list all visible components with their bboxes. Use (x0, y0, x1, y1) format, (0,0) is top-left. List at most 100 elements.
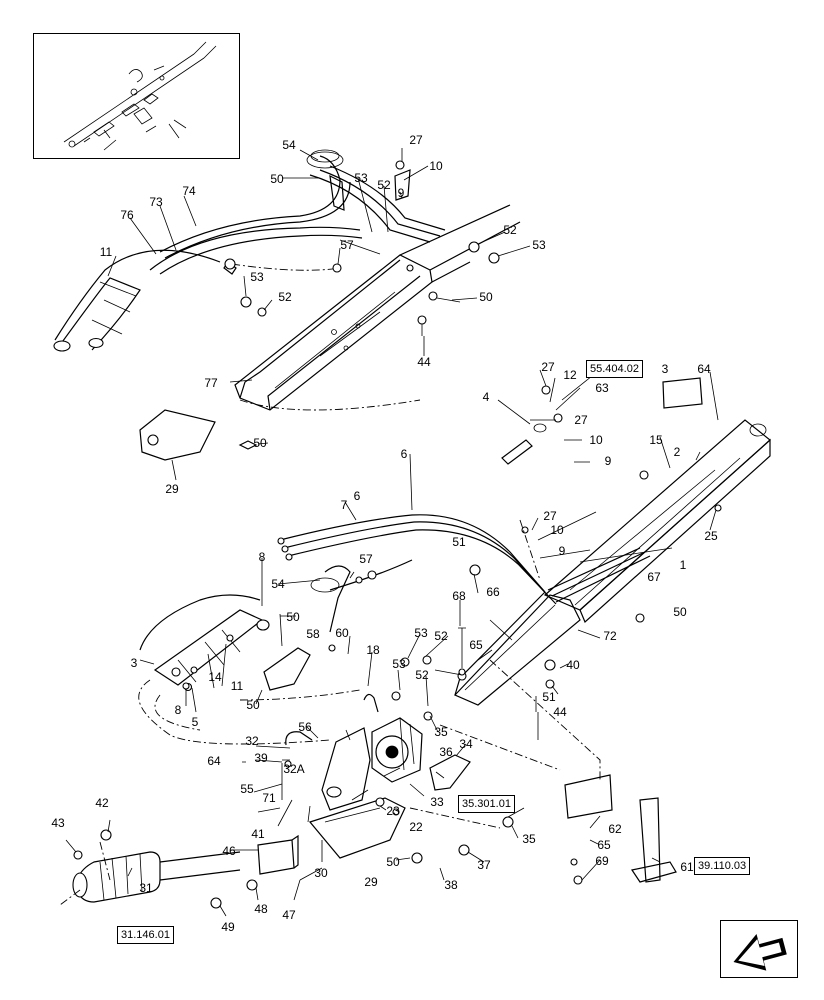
callout-label: 64 (697, 362, 711, 376)
callout-label: 4 (482, 390, 490, 404)
callout-label: 9 (397, 186, 405, 200)
callout-label: 76 (120, 208, 134, 222)
callout-label: 53 (392, 657, 406, 671)
callout-label: 50 (253, 436, 267, 450)
callout-label: 48 (254, 902, 268, 916)
callout-label: 1 (679, 558, 687, 572)
callout-label: 27 (409, 133, 423, 147)
callout-label: 58 (306, 627, 320, 641)
callout-label: 23 (386, 804, 400, 818)
reference-box[interactable]: 35.301.01 (458, 795, 515, 813)
callout-label: 14 (208, 670, 222, 684)
callout-label: 9 (558, 544, 566, 558)
callout-label: 46 (222, 844, 236, 858)
callout-label: 43 (51, 816, 65, 830)
callout-label: 53 (414, 626, 428, 640)
callout-label: 50 (246, 698, 260, 712)
callout-label: 64 (207, 754, 221, 768)
callout-label: 31 (139, 881, 153, 895)
callout-label: 2 (673, 445, 681, 459)
pto-driveline (59, 851, 241, 906)
reference-box[interactable]: 55.404.02 (586, 360, 643, 378)
direction-dash-lines (99, 399, 601, 881)
callout-label: 35 (434, 725, 448, 739)
callout-label: 50 (270, 172, 284, 186)
callout-label: 25 (704, 529, 718, 543)
callout-label: 8 (258, 550, 266, 564)
callout-label: 32A (283, 762, 305, 776)
callout-label: 22 (409, 820, 423, 834)
callout-label: 27 (574, 413, 588, 427)
callout-label: 44 (553, 705, 567, 719)
callout-label: 65 (469, 638, 483, 652)
callout-label: 52 (434, 629, 448, 643)
upper-hardware (224, 160, 500, 336)
callout-label: 49 (221, 920, 235, 934)
callout-label: 61 (680, 860, 694, 874)
callout-label: 52 (415, 668, 429, 682)
callout-label: 53 (250, 270, 264, 284)
callout-label: 30 (314, 866, 328, 880)
overview-inset (33, 33, 240, 159)
lower-hardware (73, 377, 722, 909)
callout-label: 6 (353, 489, 361, 503)
callout-label: 11 (230, 679, 244, 693)
callout-label: 74 (182, 184, 196, 198)
callout-label: 51 (452, 535, 466, 549)
callout-label: 53 (354, 171, 368, 185)
callout-label: 5 (191, 715, 199, 729)
callout-label: 12 (563, 368, 577, 382)
callout-label: 8 (174, 703, 182, 717)
reference-box[interactable]: 39.110.03 (694, 857, 751, 875)
callout-label: 63 (595, 381, 609, 395)
callout-label: 56 (298, 720, 312, 734)
gearbox-assembly (321, 693, 423, 811)
leader-lines (65, 148, 719, 917)
callout-label: 53 (532, 238, 546, 252)
callout-label: 11 (99, 245, 113, 259)
callout-label: 72 (603, 629, 617, 643)
callout-label: 3 (130, 656, 138, 670)
callout-label: 50 (286, 610, 300, 624)
reference-box[interactable]: 31.146.01 (117, 926, 174, 944)
overview-thumbnail (63, 41, 217, 151)
callout-label: 54 (271, 577, 285, 591)
callout-label: 51 (542, 690, 556, 704)
callout-label: 50 (479, 290, 493, 304)
callout-label: 52 (503, 223, 517, 237)
callout-label: 77 (204, 376, 218, 390)
lower-tongue-extension (138, 594, 361, 745)
callout-label: 3 (661, 362, 669, 376)
callout-label: 54 (282, 138, 296, 152)
callout-label: 38 (444, 878, 458, 892)
callout-label: 32 (245, 734, 259, 748)
callout-label: 50 (386, 855, 400, 869)
callout-label: 52 (278, 290, 292, 304)
callout-label: 29 (165, 482, 179, 496)
callout-label: 50 (673, 605, 687, 619)
arrow-icon (733, 934, 787, 971)
callout-label: 35 (522, 832, 536, 846)
callout-label: 67 (647, 570, 661, 584)
callout-label: 33 (430, 795, 444, 809)
callout-label: 27 (541, 360, 555, 374)
callout-label: 55 (240, 782, 254, 796)
callout-label: 15 (649, 433, 663, 447)
callout-label: 10 (589, 433, 603, 447)
callout-label: 10 (550, 523, 564, 537)
callout-label: 34 (459, 737, 473, 751)
upper-brackets (139, 169, 411, 461)
callout-label: 36 (439, 745, 453, 759)
callout-label: 66 (486, 585, 500, 599)
callout-label: 65 (597, 838, 611, 852)
callout-label: 9 (604, 454, 612, 468)
callout-label: 6 (400, 447, 408, 461)
main-tongue-beam (543, 419, 771, 624)
callout-label: 52 (377, 178, 391, 192)
next-page-arrow-button[interactable] (720, 920, 798, 978)
callout-label: 47 (282, 908, 296, 922)
callout-label: 41 (251, 827, 265, 841)
upper-tongue-frame (234, 204, 521, 411)
callout-label: 57 (359, 552, 373, 566)
